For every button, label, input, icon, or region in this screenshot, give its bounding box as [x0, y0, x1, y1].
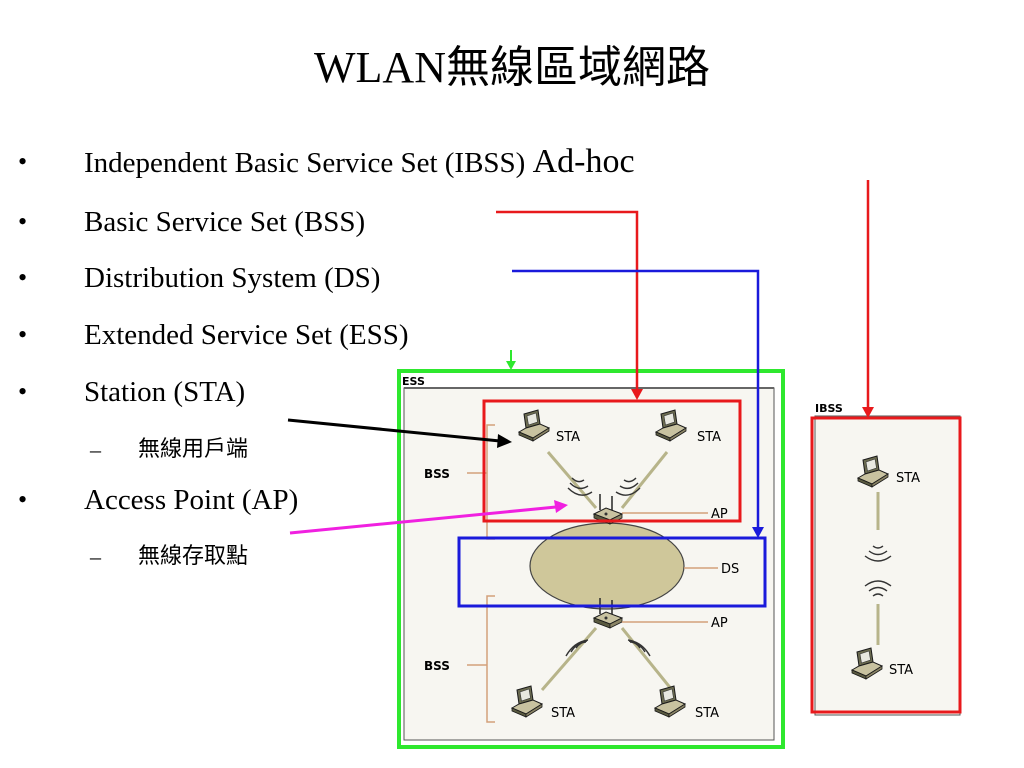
bss-label-upper: BSS	[424, 467, 450, 481]
arrow-ibss	[862, 180, 874, 418]
signal-waves-icon	[864, 545, 892, 562]
arrow-sta	[287, 418, 512, 448]
ds-label: DS	[721, 562, 739, 577]
signal-waves-icon	[567, 477, 593, 496]
signal-waves-icon	[565, 639, 589, 657]
arrow-bss	[496, 210, 643, 400]
wireless-link	[620, 627, 674, 691]
wireless-link	[620, 451, 669, 509]
ap-label-lower: AP	[711, 616, 728, 631]
arrow-ap	[289, 500, 568, 535]
arrow-ds	[512, 269, 764, 538]
bss-label-lower: BSS	[424, 659, 450, 673]
ibss-highlight-box	[810, 416, 962, 714]
signal-waves-icon	[627, 639, 651, 657]
slide-title: WLAN無線區域網路	[314, 43, 710, 92]
sta-label: STA	[556, 430, 580, 445]
wireless-link	[540, 627, 598, 691]
wireless-link	[546, 451, 598, 509]
signal-waves-icon	[615, 477, 641, 496]
sta-label: STA	[889, 663, 913, 678]
sta-label: STA	[551, 706, 575, 721]
ess-frame	[397, 369, 785, 749]
sta-label: STA	[697, 430, 721, 445]
ds-highlight-box	[457, 536, 767, 608]
arrow-ess	[506, 350, 516, 370]
ap-label-upper: AP	[711, 507, 728, 522]
ds-ellipse	[529, 522, 685, 610]
bss-bracket-lower	[486, 595, 495, 723]
signal-waves-icon	[864, 580, 892, 597]
sta-label: STA	[896, 471, 920, 486]
ibss-panel	[814, 415, 961, 716]
ibss-label: IBSS	[815, 402, 843, 415]
ess-label: ESS	[402, 375, 425, 388]
bss-highlight-box	[482, 399, 742, 523]
sta-label: STA	[695, 706, 719, 721]
